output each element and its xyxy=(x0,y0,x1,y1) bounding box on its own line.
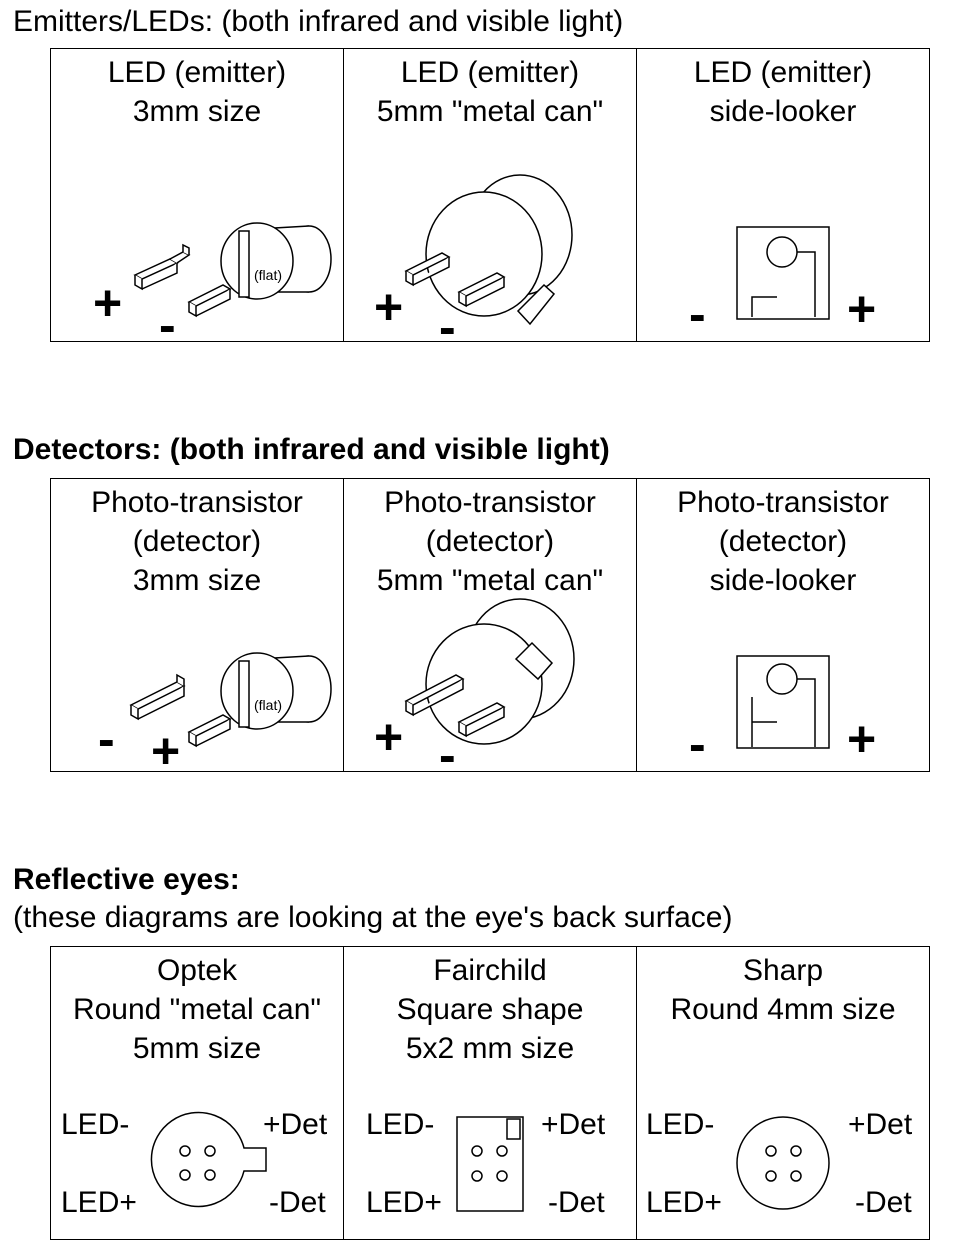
emitter-side-looker-cell: LED (emitter) side-looker - + xyxy=(637,49,929,341)
flat-side-note: (flat) xyxy=(254,267,282,283)
pin-label-right: + xyxy=(151,723,181,779)
reflective-heading: Reflective eyes: xyxy=(13,863,240,896)
detector-side-looker-cell: Photo-transistor (detector) side-looker … xyxy=(637,479,929,771)
det-minus-label: -Det xyxy=(269,1186,326,1219)
cell-size: side-looker xyxy=(709,564,857,597)
pin-label-left: + xyxy=(93,275,123,331)
cell-title: Optek xyxy=(156,954,238,987)
led-minus-label: LED- xyxy=(366,1108,435,1141)
det-plus-label: +Det xyxy=(848,1108,913,1141)
cell-title: LED (emitter) xyxy=(693,56,873,89)
cell-subtitle: (detector) xyxy=(718,525,848,558)
detector-3mm-drawing xyxy=(129,652,332,748)
pin-label-left: - xyxy=(689,716,706,772)
detectors-table: Photo-transistor (detector) 3mm size ( xyxy=(50,478,930,780)
led-plus-label: LED+ xyxy=(366,1186,442,1219)
cell-title: LED (emitter) xyxy=(107,56,287,89)
side-looker-led-drawing xyxy=(736,226,830,320)
led-minus-label: LED- xyxy=(646,1108,715,1141)
cell-subtitle: (detector) xyxy=(132,525,262,558)
cell-title: Photo-transistor xyxy=(384,486,596,519)
cell-subtitle: (detector) xyxy=(425,525,555,558)
emitter-3mm-cell: LED (emitter) 3mm size (flat) + xyxy=(51,49,344,350)
led-plus-label: LED+ xyxy=(61,1186,137,1219)
det-plus-label: +Det xyxy=(263,1108,328,1141)
cell-size: 5mm size xyxy=(132,1032,262,1065)
pin-label-right: - xyxy=(439,727,456,783)
pin-label-right: + xyxy=(847,281,877,337)
sharp-back-view-drawing xyxy=(736,1116,830,1210)
cell-title: Photo-transistor xyxy=(91,486,303,519)
cell-subtitle: Round "metal can" xyxy=(72,993,322,1026)
pin-label-right: - xyxy=(159,297,176,353)
cell-title: LED (emitter) xyxy=(400,56,580,89)
det-minus-label: -Det xyxy=(855,1186,912,1219)
pin-label-left: - xyxy=(689,286,706,342)
cell-size: 3mm size xyxy=(132,564,262,597)
detector-5mm-cell: Photo-transistor (detector) 5mm "metal c… xyxy=(344,479,637,780)
reflective-subheading: (these diagrams are looking at the eye's… xyxy=(13,901,733,934)
cell-size: 5x2 mm size xyxy=(405,1032,575,1065)
det-plus-label: +Det xyxy=(541,1108,606,1141)
emitters-heading: Emitters/LEDs: (both infrared and visibl… xyxy=(13,5,624,38)
reflective-table: Optek Round "metal can" 5mm size LED- +D… xyxy=(50,946,930,1240)
det-minus-label: -Det xyxy=(548,1186,605,1219)
cell-subtitle: side-looker xyxy=(709,95,857,128)
led-plus-label: LED+ xyxy=(646,1186,722,1219)
cell-subtitle: Square shape xyxy=(396,993,584,1026)
detector-5mm-drawing xyxy=(404,598,575,745)
emitter-5mm-cell: LED (emitter) 5mm "metal can" + - xyxy=(344,49,637,352)
optek-back-view-drawing xyxy=(150,1111,267,1208)
cell-subtitle: Round 4mm size xyxy=(670,993,896,1026)
detector-3mm-cell: Photo-transistor (detector) 3mm size ( xyxy=(51,479,344,779)
side-looker-detector-drawing xyxy=(736,655,830,749)
optek-cell: Optek Round "metal can" 5mm size LED- +D… xyxy=(51,947,344,1239)
cell-size: 5mm "metal can" xyxy=(376,564,604,597)
cell-subtitle: 3mm size xyxy=(132,95,262,128)
cell-subtitle: 5mm "metal can" xyxy=(376,95,604,128)
pin-label-left: + xyxy=(374,709,404,765)
fairchild-cell: Fairchild Square shape 5x2 mm size LED- … xyxy=(344,947,637,1239)
pin-label-left: - xyxy=(98,711,115,767)
sharp-cell: Sharp Round 4mm size LED- +Det LED+ -Det xyxy=(637,947,929,1239)
cell-title: Sharp xyxy=(742,954,824,987)
led-minus-label: LED- xyxy=(61,1108,130,1141)
pin-label-right: + xyxy=(847,711,877,767)
flat-side-note: (flat) xyxy=(254,697,282,713)
pin-label-right: - xyxy=(439,299,456,355)
led-3mm-drawing xyxy=(133,222,332,318)
fairchild-back-view-drawing xyxy=(456,1116,524,1212)
emitters-table: LED (emitter) 3mm size (flat) + xyxy=(50,48,930,352)
pin-label-left: + xyxy=(374,279,404,335)
led-5mm-drawing xyxy=(404,174,573,326)
detectors-heading: Detectors: (both infrared and visible li… xyxy=(13,433,610,466)
cell-title: Fairchild xyxy=(433,954,547,987)
cell-title: Photo-transistor xyxy=(677,486,889,519)
